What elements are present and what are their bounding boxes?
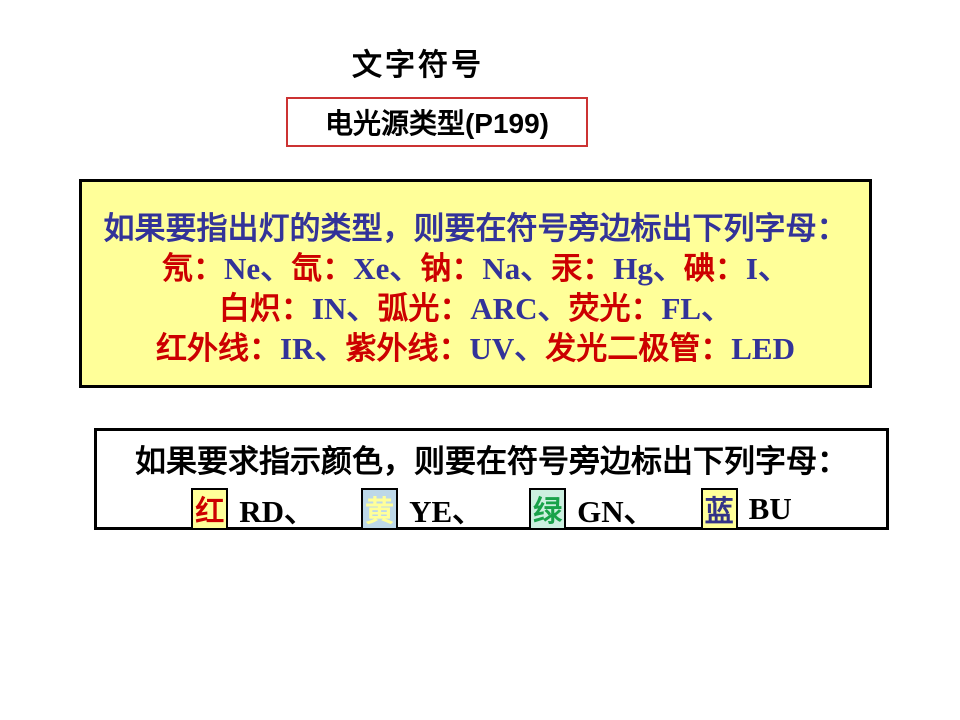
lamp-type-code: ARC、 <box>470 291 569 326</box>
color-code-line: 红 RD、 黄 YE、 绿 GN、 蓝 BU <box>97 486 886 531</box>
color-code-panel: 如果要求指示颜色，则要在符号旁边标出下列字母： 红 RD、 黄 YE、 绿 GN、 蓝 BU <box>94 428 889 530</box>
color-code-group: 蓝 BU <box>700 487 792 530</box>
lamp-type-line-elements: 氖：Ne、氙：Xe、钠：Na、汞：Hg、碘：I、 <box>82 249 869 289</box>
light-source-type-box: 电光源类型(P199) <box>286 97 588 147</box>
lamp-type-code: Na、 <box>482 251 552 286</box>
lamp-type-code: IR、 <box>280 331 346 366</box>
lamp-type-code: UV、 <box>469 331 546 366</box>
page-title: 文字符号 <box>352 49 484 82</box>
lamp-type-line-lamps: 白炽：IN、弧光：ARC、荧光：FL、 <box>82 289 869 329</box>
color-code-group: 黄 YE、 <box>361 486 483 531</box>
lamp-type-label: 氙： <box>291 251 354 286</box>
lamp-type-panel: 如果要指出灯的类型，则要在符号旁边标出下列字母： 氖：Ne、氙：Xe、钠：Na、… <box>79 179 872 388</box>
color-swatch: 红 <box>191 487 229 530</box>
lamp-type-intro: 如果要指出灯的类型，则要在符号旁边标出下列字母： <box>103 211 848 246</box>
color-code-label: YE、 <box>409 494 484 529</box>
lamp-type-code: I、 <box>745 251 789 286</box>
color-swatch: 绿 <box>529 487 567 530</box>
color-swatch: 黄 <box>361 487 399 530</box>
lamp-type-label: 汞： <box>551 251 614 286</box>
lamp-type-code: Xe、 <box>353 251 421 286</box>
color-code-intro: 如果要求指示颜色，则要在符号旁边标出下列字母： <box>135 444 848 479</box>
color-code-label: RD、 <box>239 494 316 529</box>
lamp-type-label: 白炽： <box>218 291 312 326</box>
lamp-type-code: FL、 <box>661 291 733 326</box>
lamp-type-label: 红外线： <box>156 331 280 366</box>
lamp-type-label: 弧光： <box>377 291 471 326</box>
lamp-type-code: Hg、 <box>613 251 684 286</box>
lamp-type-line-special: 红外线：IR、紫外线：UV、发光二极管：LED <box>82 329 869 369</box>
lamp-type-label: 碘： <box>683 251 746 286</box>
lamp-type-label: 发光二极管： <box>545 331 732 366</box>
lamp-type-label: 荧光： <box>568 291 662 326</box>
lamp-type-label: 氖： <box>162 251 225 286</box>
lamp-type-label: 紫外线： <box>345 331 470 366</box>
color-swatch: 蓝 <box>700 487 738 530</box>
color-code-group: 绿 GN、 <box>529 486 655 531</box>
color-code-label: BU <box>748 490 792 526</box>
lamp-type-label: 钠： <box>420 251 483 286</box>
lamp-type-code: LED <box>731 331 795 366</box>
lamp-type-code: Ne、 <box>224 251 292 286</box>
lamp-type-code: IN、 <box>311 291 378 326</box>
color-code-group: 红 RD、 <box>191 486 315 531</box>
light-source-type-label: 电光源类型(P199) <box>324 108 550 139</box>
color-code-label: GN、 <box>577 494 655 529</box>
